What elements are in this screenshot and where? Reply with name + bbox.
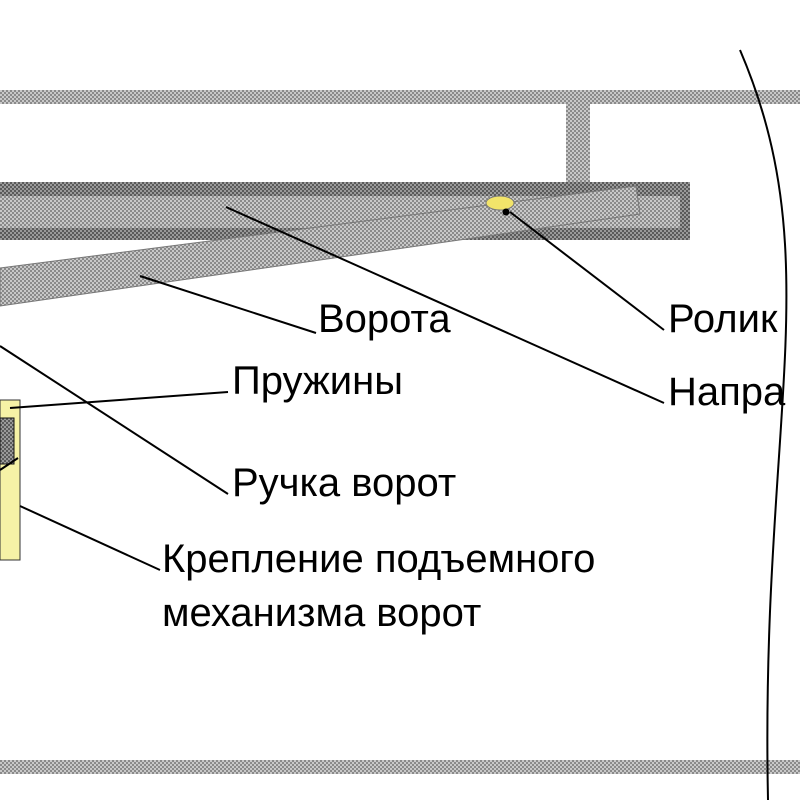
spring-coil [0, 417, 15, 465]
leader-guide [225, 206, 665, 404]
leader-roller [509, 211, 665, 331]
side-outline [739, 49, 788, 800]
label-springs: Пружины [232, 359, 403, 403]
label-roller: Ролик [668, 297, 778, 341]
leader-springs [9, 391, 229, 409]
label-mount-line1: Крепление подъемного [162, 537, 595, 581]
label-guide: Напра [668, 370, 786, 414]
floor-beam [0, 760, 800, 774]
ceiling-beam-top [0, 90, 800, 104]
label-gate: Ворота [318, 297, 451, 341]
roller [485, 195, 515, 211]
roller-axle [502, 208, 510, 216]
leader-mount [19, 505, 161, 571]
leader-gate [139, 275, 317, 334]
ceiling-hanger [566, 100, 590, 186]
label-mount-line2: механизма ворот [162, 591, 481, 635]
spring-hook [0, 457, 19, 471]
label-handle: Ручка ворот [232, 461, 456, 505]
leader-handle [0, 345, 229, 495]
gate-panel [0, 185, 641, 307]
